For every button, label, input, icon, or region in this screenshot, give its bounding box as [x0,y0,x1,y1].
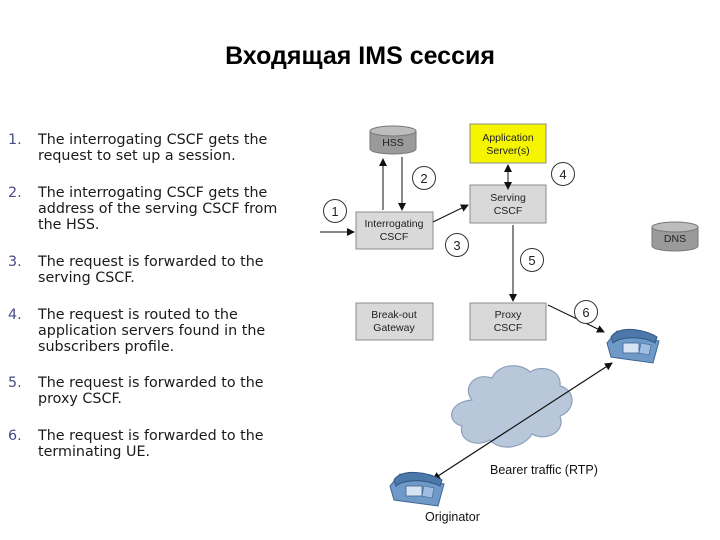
svg-text:4: 4 [559,167,566,182]
arrow-icscf-to-scscf [432,204,469,223]
breakout-gateway-label-line2: Gateway [373,322,415,334]
hss-database-icon: HSS [369,125,417,155]
step-text: The request is routed to the application… [38,307,266,355]
step-number: 1. [8,132,22,148]
page-title: Входящая IMS сессия [225,42,495,70]
step-number: 5. [8,375,22,391]
step-number: 6. [8,428,22,444]
svg-text:3: 3 [453,238,460,253]
originator-phone-icon [389,472,445,507]
serving-cscf-label-line1: Serving [490,192,526,204]
step-text: The request is forwarded to the serving … [38,254,264,286]
step-number: 4. [8,307,22,323]
step-text: The interrogating CSCF gets the address … [38,185,278,233]
step-marker-2: 2 [412,166,436,190]
serving-cscf-box: Serving CSCF [469,184,547,224]
step-text: The request is forwarded to the proxy CS… [38,375,264,407]
svg-text:2: 2 [420,171,427,186]
step-number: 3. [8,254,22,270]
dns-label: DNS [664,233,686,245]
app-server-label-line1: Application [482,132,534,144]
step-marker-6: 6 [574,300,598,324]
bearer-traffic-label: Bearer traffic (RTP) [490,463,598,477]
bearer-traffic-line [432,362,613,480]
breakout-gateway-label-line1: Break-out [371,309,417,321]
step-text: The interrogating CSCF gets the request … [38,132,268,164]
app-server-box: Application Server(s) [469,123,547,164]
interrogating-cscf-box: Interrogating CSCF [355,211,434,250]
step-text: The request is forwarded to the terminat… [38,428,264,460]
terminating-phone-icon [606,329,660,364]
step-number: 2. [8,185,22,201]
interrogating-cscf-label-line2: CSCF [380,231,409,243]
breakout-gateway-box: Break-out Gateway [355,302,434,341]
serving-cscf-label-line2: CSCF [494,205,523,217]
svg-text:6: 6 [582,305,589,320]
dns-database-icon: DNS [651,221,699,252]
proxy-cscf-label-line2: CSCF [494,322,523,334]
step-marker-3: 3 [445,233,469,257]
svg-text:1: 1 [331,204,338,219]
proxy-cscf-label-line1: Proxy [495,309,523,321]
network-cloud-icon [451,365,573,448]
step-marker-4: 4 [551,162,575,186]
step-marker-5: 5 [520,248,544,272]
interrogating-cscf-label-line1: Interrogating [365,218,424,230]
originator-label: Originator [425,510,480,524]
proxy-cscf-box: Proxy CSCF [469,302,547,341]
app-server-label-line2: Server(s) [486,145,529,157]
hss-label: HSS [382,137,404,149]
step-marker-1: 1 [323,199,347,223]
svg-text:5: 5 [528,253,535,268]
